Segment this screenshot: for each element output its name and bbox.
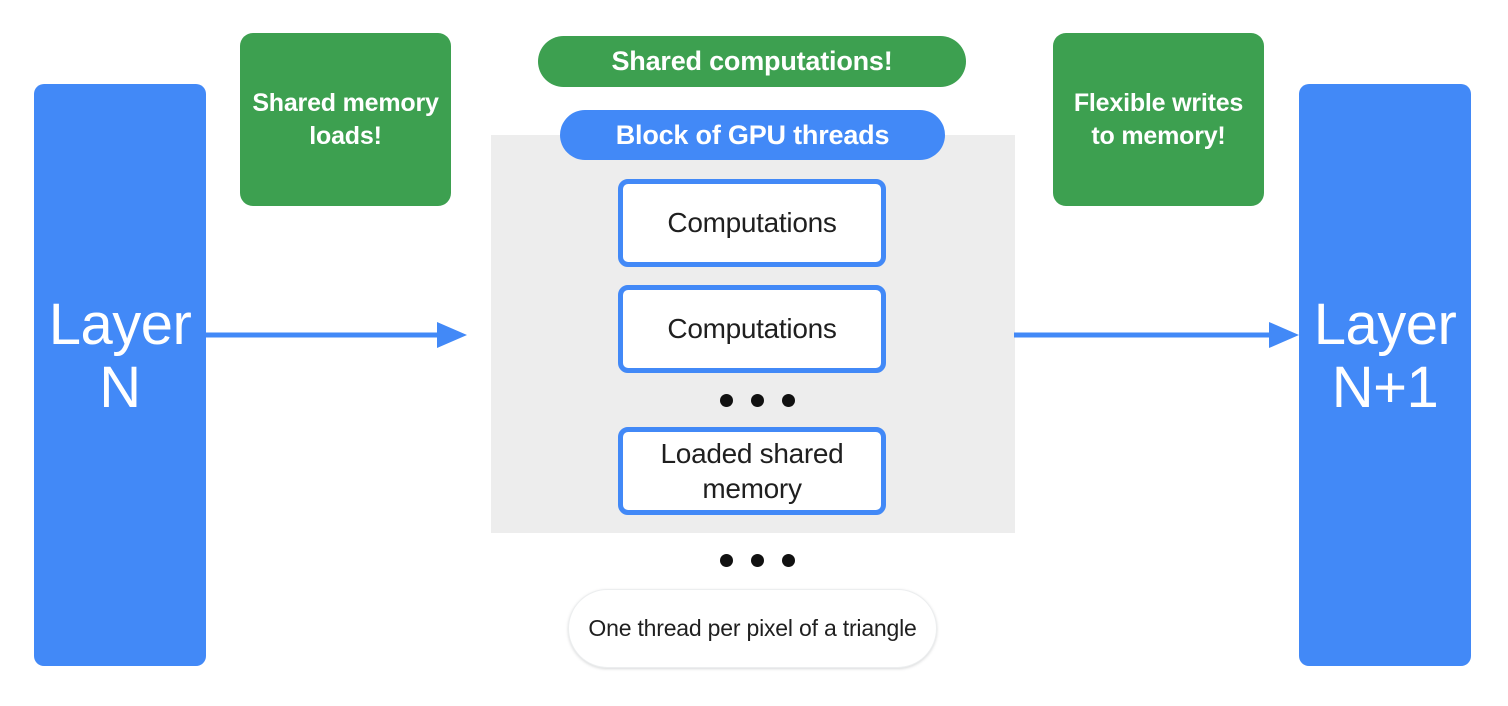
arrow-block-to-layer-n1 xyxy=(1014,318,1299,357)
ellipsis-dot xyxy=(720,394,733,407)
ellipsis-dot xyxy=(751,554,764,567)
callout-flexible-writes-to-memory-label: Flexible writes to memory! xyxy=(1073,89,1244,150)
pill-one-thread-per-pixel-label: One thread per pixel of a triangle xyxy=(588,614,917,641)
pill-shared-computations: Shared computations! xyxy=(538,36,966,87)
pill-shared-computations-label: Shared computations! xyxy=(611,46,893,76)
arrow-layer-n-to-block xyxy=(205,318,467,357)
thread-box-loaded-shared-memory: Loaded shared memory xyxy=(618,427,886,515)
layer-n1-label-line2: N+1 xyxy=(1331,354,1439,420)
thread-box-computations-2: Computations xyxy=(618,285,886,373)
layer-n-label: Layer N xyxy=(48,292,192,420)
ellipsis-inner-threads xyxy=(720,394,795,407)
layer-n-label-line2: N xyxy=(99,354,141,420)
callout-shared-memory-loads-label: Shared memory loads! xyxy=(252,89,439,150)
thread-box-computations-1-label: Computations xyxy=(667,207,837,239)
layer-n1-label: Layer N+1 xyxy=(1313,292,1457,420)
pill-block-of-gpu-threads-label: Block of GPU threads xyxy=(615,119,890,150)
ellipsis-dot xyxy=(782,394,795,407)
thread-box-loaded-shared-memory-label: Loaded shared memory xyxy=(660,437,844,504)
ellipsis-dot xyxy=(720,554,733,567)
pill-one-thread-per-pixel: One thread per pixel of a triangle xyxy=(568,589,937,668)
callout-shared-memory-loads: Shared memory loads! xyxy=(240,33,451,206)
pill-block-of-gpu-threads: Block of GPU threads xyxy=(560,110,945,160)
thread-box-computations-2-label: Computations xyxy=(667,313,837,345)
layer-n1-block: Layer N+1 xyxy=(1299,84,1471,666)
callout-flexible-writes-to-memory: Flexible writes to memory! xyxy=(1053,33,1264,206)
ellipsis-dot xyxy=(751,394,764,407)
layer-n-block: Layer N xyxy=(34,84,206,666)
ellipsis-outer-blocks xyxy=(720,554,795,567)
thread-box-computations-1: Computations xyxy=(618,179,886,267)
layer-n1-label-line1: Layer xyxy=(1313,292,1457,357)
ellipsis-dot xyxy=(782,554,795,567)
layer-n-label-line1: Layer xyxy=(48,292,192,357)
